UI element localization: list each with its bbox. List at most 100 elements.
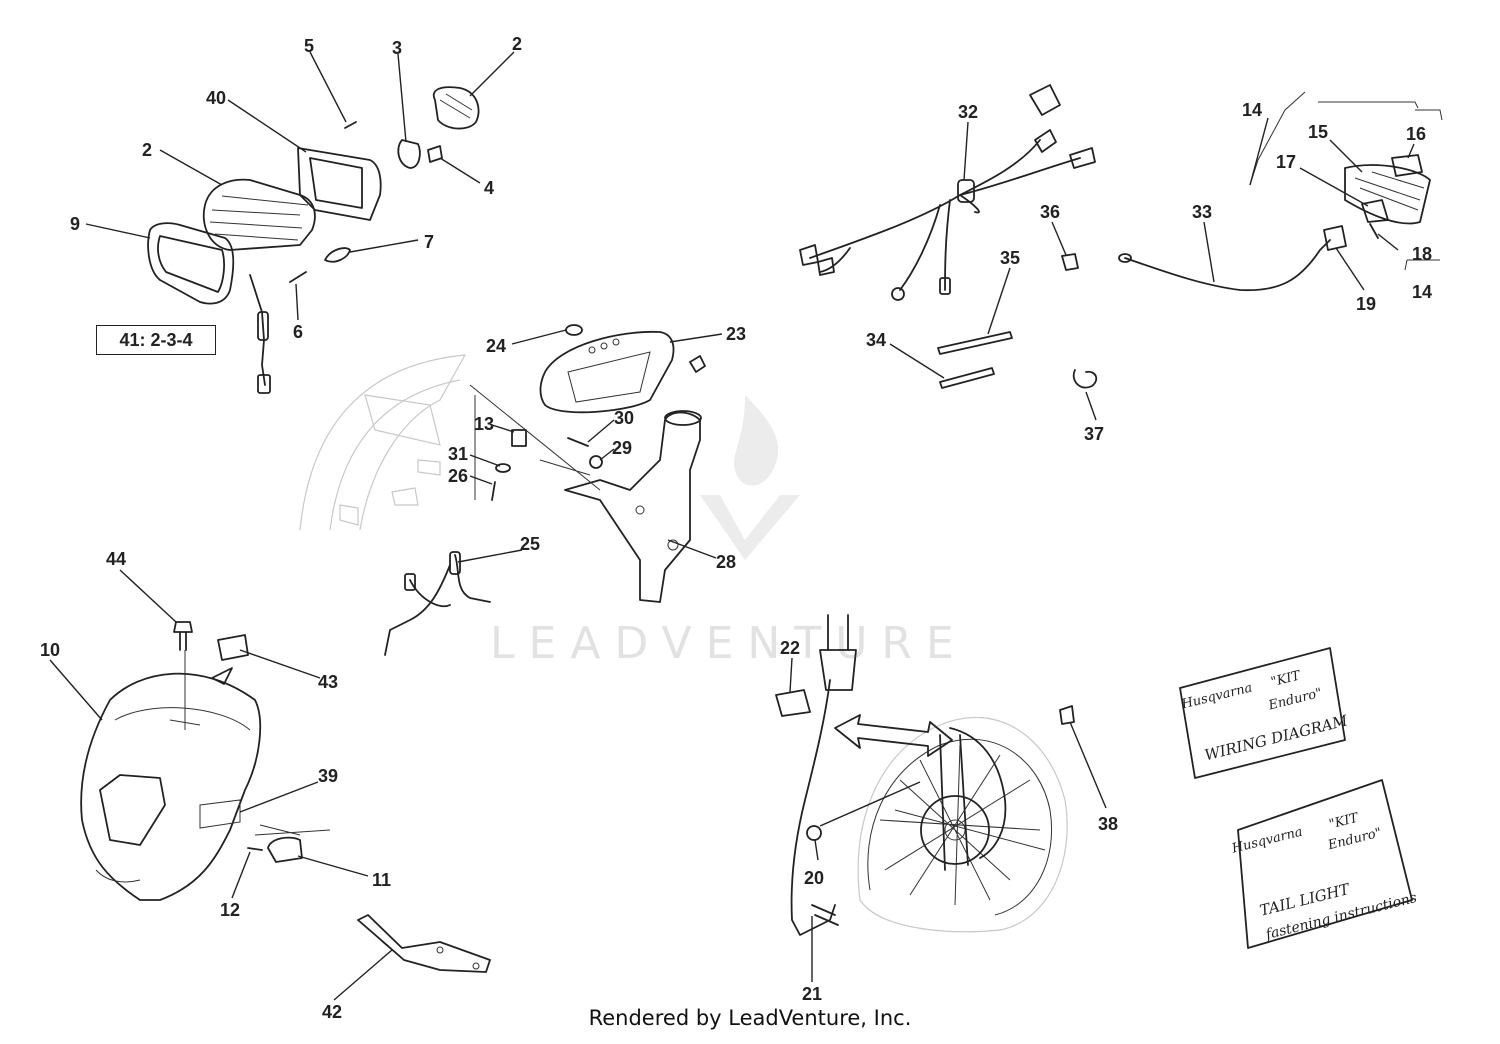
bushing-13	[511, 429, 527, 447]
headlight-rim	[147, 222, 235, 305]
callout-39: 39	[318, 766, 338, 786]
instrument-meter	[539, 330, 675, 414]
clip-37	[1072, 369, 1098, 389]
tail-light-card-shape	[1237, 779, 1413, 949]
bulb	[397, 139, 421, 169]
spring-7	[324, 247, 351, 263]
cable-25	[384, 551, 491, 656]
watermark-flame-icon	[733, 395, 779, 486]
speedo-cable	[790, 614, 849, 936]
screw-6	[289, 271, 307, 283]
clip-38	[1059, 705, 1075, 725]
grommet-20	[806, 825, 822, 841]
callout-17: 17	[1276, 152, 1296, 172]
callout-22: 22	[780, 638, 800, 658]
screw-18	[1369, 223, 1379, 239]
tail-light-part-17	[1361, 199, 1389, 223]
tail-light-card: Husqvarna "KIT Enduro" TAIL LIGHT fasten…	[1230, 779, 1419, 949]
clip-43	[217, 634, 249, 661]
callout-42: 42	[322, 1002, 342, 1022]
callout-34: 34	[866, 330, 886, 350]
bulb-socket	[432, 86, 480, 130]
wiring-card-kit2: Enduro"	[1266, 686, 1324, 714]
wiring-card-title: WIRING DIAGRAM	[1203, 711, 1350, 764]
callout-26: 26	[448, 466, 468, 486]
callout-4: 4	[484, 178, 494, 198]
tail-light-socket-19	[1323, 225, 1347, 251]
callout-5: 5	[304, 36, 314, 56]
headlight-assembly	[147, 86, 480, 394]
callout-6: 6	[293, 322, 303, 342]
tail-light-assembly	[1118, 91, 1443, 292]
callout-28: 28	[716, 552, 736, 572]
callout-37: 37	[1084, 424, 1104, 444]
headlight-housing	[202, 178, 316, 251]
watermark: LEADVENTURE	[490, 395, 968, 669]
nut-29	[589, 455, 603, 469]
screw-44	[173, 621, 193, 651]
knob-24	[565, 324, 583, 336]
kit-label-box: 41: 2-3-4	[96, 325, 216, 355]
callout-3: 3	[392, 38, 402, 58]
grommet-36	[1061, 253, 1079, 271]
callout-33: 33	[1192, 202, 1212, 222]
screw-5	[344, 121, 357, 129]
headlight-bracket	[297, 147, 382, 221]
tail-light-card-kit: "KIT	[1328, 810, 1362, 832]
footer-credit: Rendered by LeadVenture, Inc.	[588, 1006, 912, 1030]
clamp-11	[267, 836, 303, 863]
callout-2-top: 2	[512, 34, 522, 54]
callout-14-top: 14	[1242, 100, 1262, 120]
callout-9: 9	[70, 214, 80, 234]
callout-12: 12	[220, 900, 240, 920]
tail-light-lens	[1344, 164, 1431, 225]
leader-lines	[49, 51, 1415, 1001]
callout-23: 23	[726, 324, 746, 344]
callout-29: 29	[612, 438, 632, 458]
zip-tie-34	[939, 367, 995, 389]
zip-tie-35	[937, 331, 1013, 355]
instrument-bracket	[564, 411, 701, 603]
callout-14-bottom: 14	[1412, 282, 1432, 302]
callout-35: 35	[1000, 248, 1020, 268]
callout-16: 16	[1406, 124, 1426, 144]
front-fairing	[80, 621, 491, 973]
callout-43: 43	[318, 672, 338, 692]
callout-20: 20	[804, 868, 824, 888]
callout-25: 25	[520, 534, 540, 554]
instrument-assembly	[299, 324, 706, 603]
callout-32: 32	[958, 102, 978, 122]
screw-26	[491, 481, 496, 501]
callout-numbers: 5 3 2 4 40 2 9 7 6 24 23 13 30 29 31 26 …	[40, 34, 1432, 1022]
tail-light-cable	[1124, 239, 1331, 292]
wiring-harness	[799, 84, 1098, 389]
callout-30: 30	[614, 408, 634, 428]
callout-15: 15	[1308, 122, 1328, 142]
cable-clip-22	[775, 689, 811, 717]
watermark-text: LEADVENTURE	[490, 618, 968, 669]
wiring-diagram-card: Husqvarna "KIT Enduro" WIRING DIAGRAM	[1179, 647, 1350, 779]
callout-19: 19	[1356, 294, 1376, 314]
harness-connector-top	[1029, 84, 1061, 116]
small-bulb	[427, 145, 443, 163]
callout-11: 11	[372, 870, 391, 890]
callout-7: 7	[424, 232, 434, 252]
callout-36: 36	[1040, 202, 1060, 222]
callout-18: 18	[1412, 244, 1432, 264]
screw-12	[247, 847, 263, 851]
callout-24: 24	[486, 336, 506, 356]
watermark-v-icon	[700, 495, 800, 560]
callout-21: 21	[802, 984, 822, 1004]
callout-31: 31	[448, 444, 468, 464]
wiring-card-shape	[1179, 647, 1346, 779]
fairing-label-39	[199, 799, 241, 829]
fork-leg	[939, 734, 969, 871]
callout-40: 40	[206, 88, 226, 108]
headlight-cable	[249, 274, 266, 386]
callout-10: 10	[40, 640, 60, 660]
callout-44: 44	[106, 549, 126, 569]
wiring-card-kit: "KIT	[1269, 668, 1303, 690]
callout-2-left: 2	[142, 140, 152, 160]
